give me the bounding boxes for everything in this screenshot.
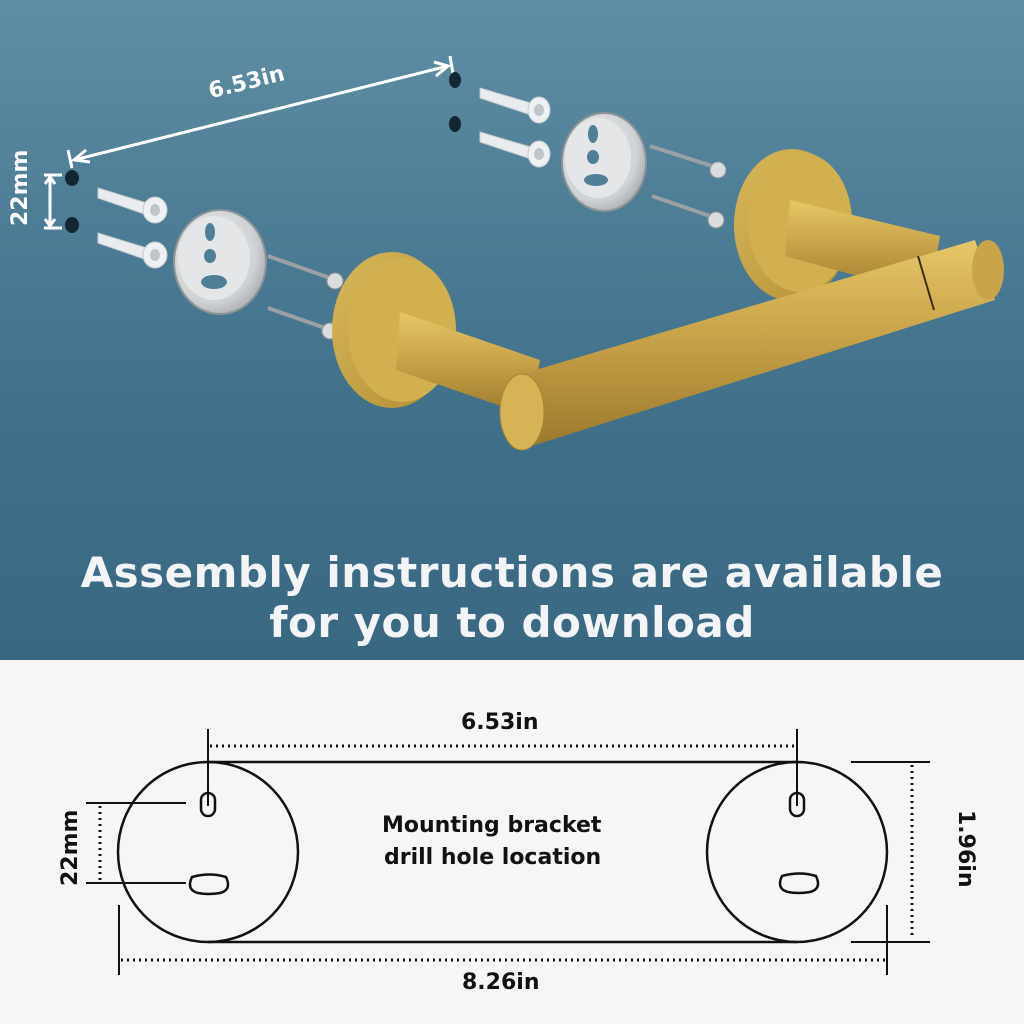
- width-dimension-arrow: [66, 55, 455, 169]
- center-text-line-2: drill hole location: [384, 845, 602, 870]
- wall-anchor-icon: [97, 187, 168, 269]
- overall-width-label: 8.26in: [462, 970, 540, 995]
- headline-line-1: Assembly instructions are available: [80, 548, 944, 597]
- wall-holes: [65, 72, 461, 233]
- drill-hole-diagram: [86, 729, 930, 975]
- center-text-line-1: Mounting bracket: [382, 813, 602, 838]
- exploded-view-illustration: [43, 55, 1004, 451]
- technical-drawing-panel: [0, 660, 1024, 1024]
- mounting-bracket-icon: [561, 112, 647, 212]
- mounting-bracket-icon: [173, 209, 267, 315]
- headline-line-2: for you to download: [269, 598, 755, 647]
- hole-spacing-label: 6.53in: [461, 710, 539, 735]
- height-label: 1.96in: [953, 810, 978, 888]
- vertical-spacing-label: 22mm: [58, 809, 83, 886]
- gold-holder-icon: [332, 149, 1004, 451]
- spacing-dimension-label: 22mm: [8, 149, 33, 226]
- wall-anchor-icon: [479, 87, 551, 168]
- screw-icon: [267, 144, 713, 330]
- spacing-dimension-arrow: [43, 173, 62, 230]
